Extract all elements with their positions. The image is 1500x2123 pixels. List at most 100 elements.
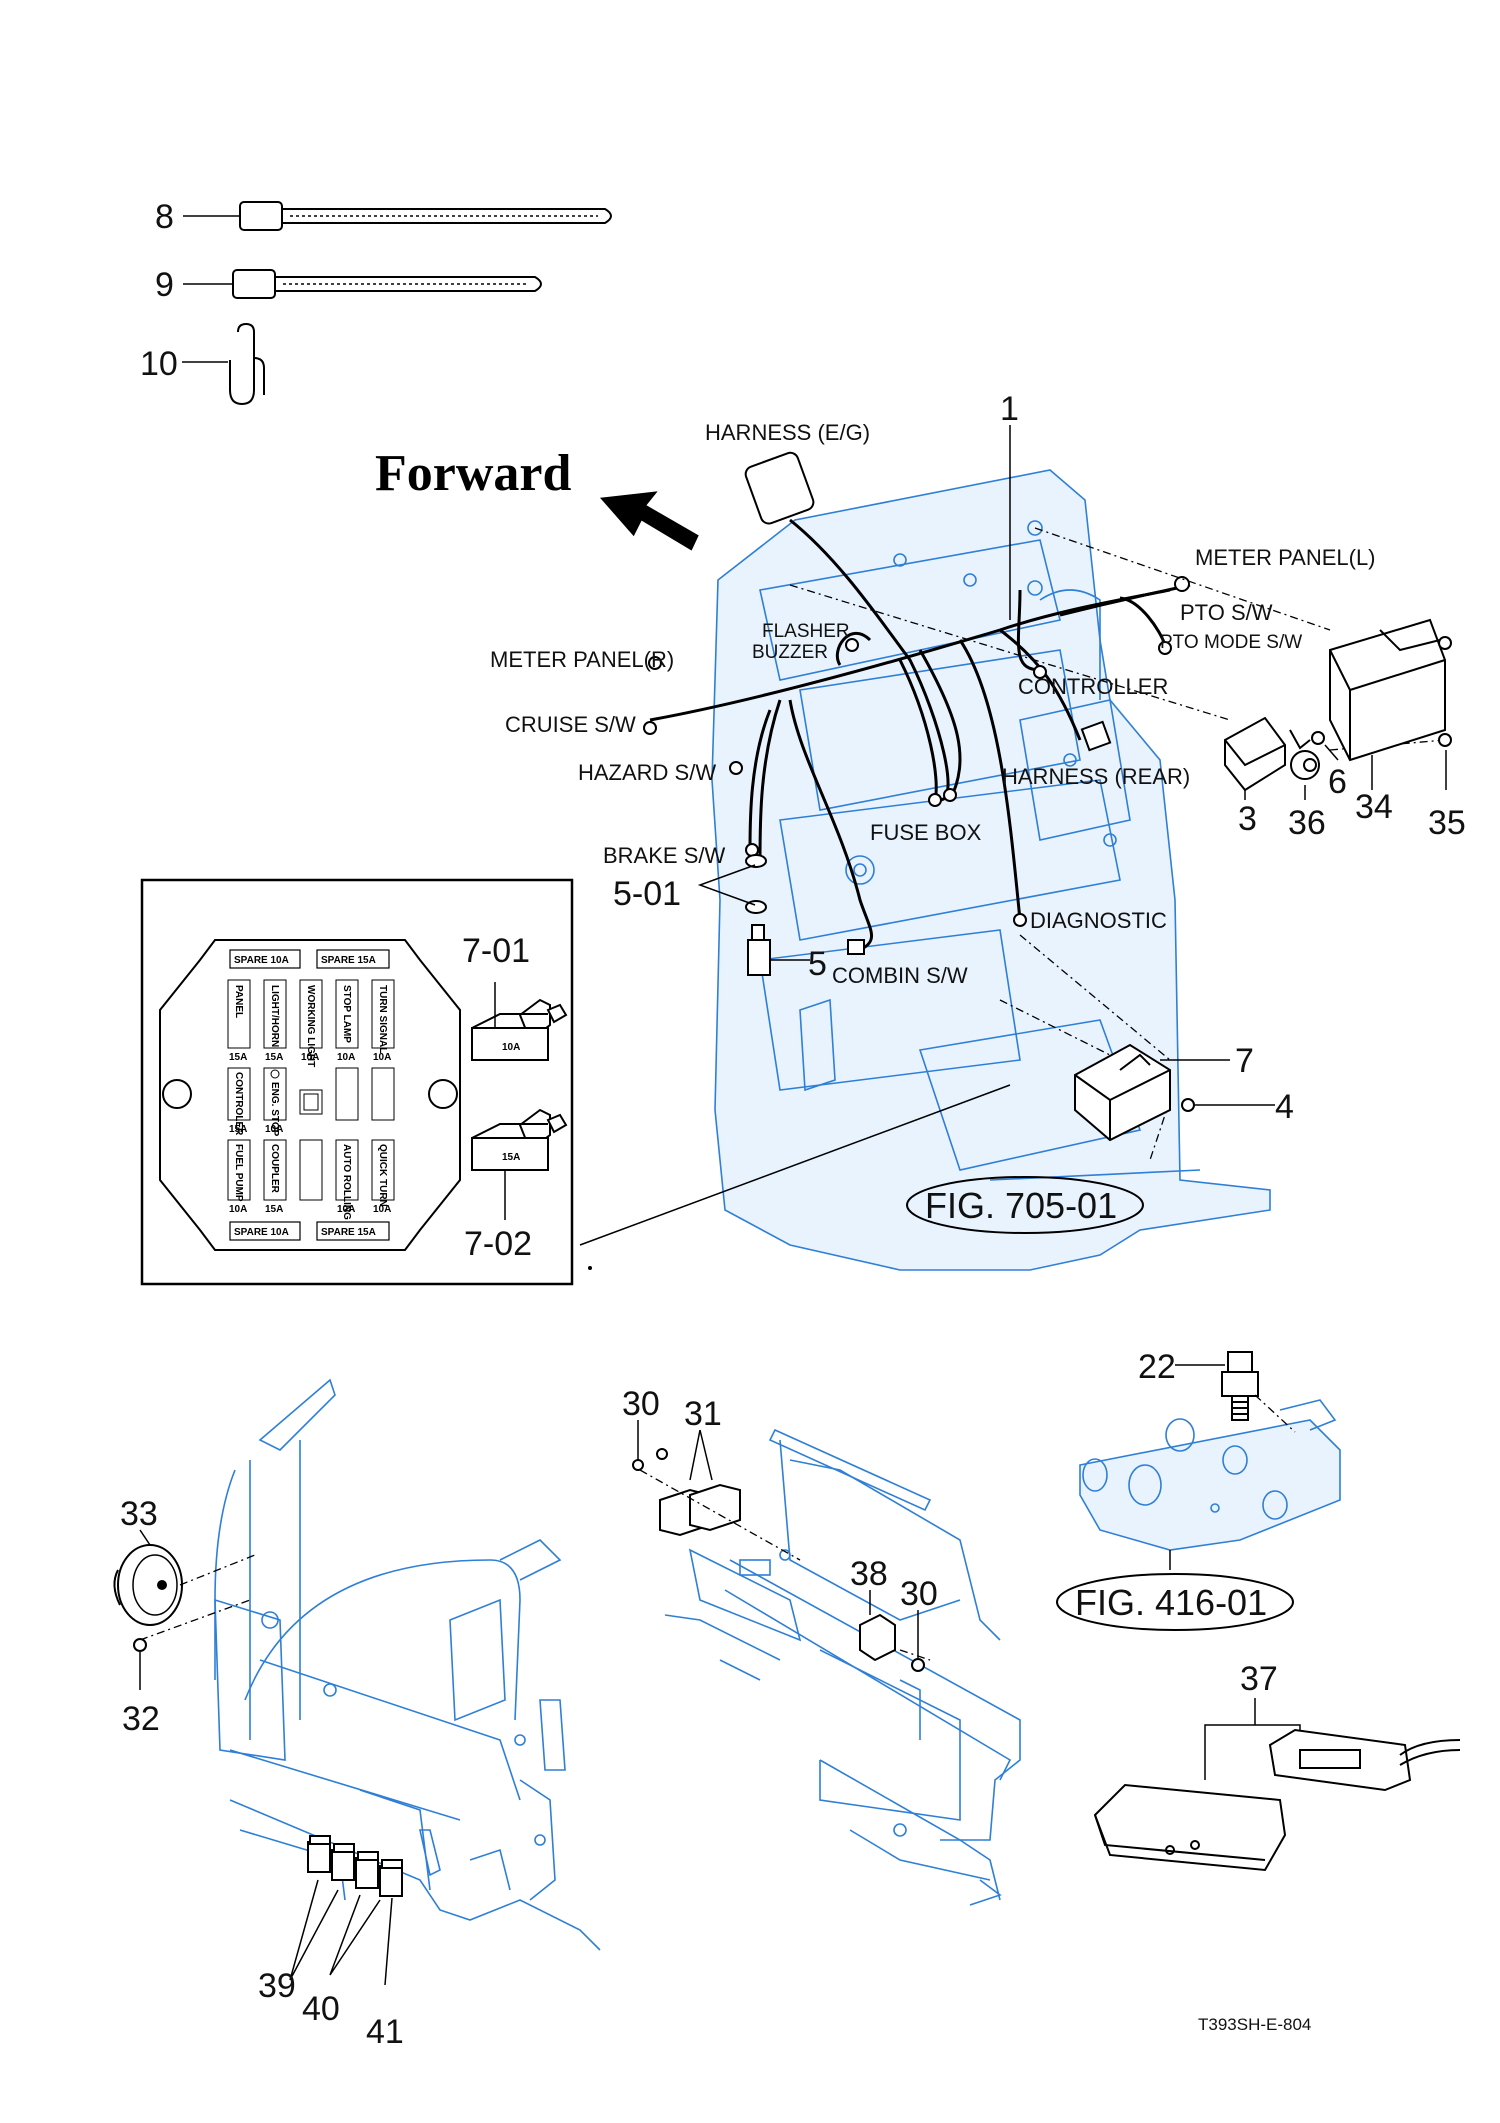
callout-4: 4	[1275, 1088, 1294, 1126]
label-harness-eg: HARNESS (E/G)	[705, 420, 870, 445]
fuse-label-controler: CONTROLER	[233, 1072, 244, 1136]
fuse-10a-7-01	[471, 998, 568, 1061]
callout-5-01: 5-01	[613, 875, 681, 913]
label-flasher: FLASHER	[762, 621, 850, 642]
fuse-label-turn-signal: TURN SIGNAL	[377, 985, 388, 1053]
callout-35: 35	[1428, 804, 1466, 842]
screws-30a	[632, 1448, 668, 1471]
fuse-label-working-light: WORKING LIGHT	[305, 985, 316, 1067]
front-frame	[214, 1378, 601, 1951]
callout-7-01: 7-01	[462, 932, 530, 970]
label-combin-sw: COMBIN S/W	[832, 963, 968, 988]
fuse-amp-fuel-pump: 10A	[229, 1204, 247, 1215]
fuse-amp-eng-stop: 10A	[265, 1124, 283, 1135]
fig-416-ref[interactable]: FIG. 416-01	[1075, 1582, 1267, 1623]
callout-22: 22	[1138, 1348, 1176, 1386]
fuse-label-stop-lamp: STOP LAMP	[341, 985, 352, 1043]
leader-33	[139, 1529, 151, 1546]
callout-31: 31	[684, 1395, 722, 1433]
label-buzzer: BUZZER	[752, 642, 828, 663]
callout-6: 6	[1328, 763, 1347, 801]
fuse-amp-auto-rolling: 10A	[337, 1204, 355, 1215]
label-brake-sw: BRAKE S/W	[603, 843, 725, 868]
controller-34	[1329, 618, 1452, 762]
callout-10: 10	[140, 345, 178, 383]
label-diagnostic: DIAGNOSTIC	[1030, 908, 1167, 933]
label-controller: CONTROLLER	[1018, 674, 1168, 699]
fuse-amp-turn-signal: 10A	[373, 1052, 391, 1063]
label-cruise-sw: CRUISE S/W	[505, 712, 636, 737]
fig-416-oval	[1056, 1573, 1294, 1631]
fuse-spare-top-right: SPARE 15A	[321, 955, 376, 966]
fuse-box-7	[1074, 1043, 1195, 1142]
callout-40: 40	[302, 1990, 340, 2028]
callout-36: 36	[1288, 804, 1326, 842]
callout-7: 7	[1235, 1042, 1254, 1080]
callout-5: 5	[808, 945, 827, 983]
valve-block	[1079, 1399, 1341, 1551]
cable-tie-9	[183, 269, 542, 299]
clip-10	[182, 322, 265, 406]
fuse-spare-bottom-right: SPARE 15A	[321, 1227, 376, 1238]
fuse-10a-mark: 10A	[502, 1042, 520, 1053]
flasher-3	[1224, 716, 1286, 792]
screw-30b	[911, 1658, 925, 1672]
horn-dash-line	[179, 1554, 256, 1586]
fuse-15a-7-02	[471, 1108, 568, 1171]
cable-tie-8	[183, 201, 612, 231]
callout-38: 38	[850, 1555, 888, 1593]
bracket-dash-2	[899, 1649, 931, 1661]
relay-31	[659, 1483, 741, 1537]
callout-30a: 30	[622, 1385, 660, 1423]
callout-39: 39	[258, 1967, 296, 2005]
forward-label: Forward	[375, 445, 571, 502]
callout-37: 37	[1240, 1660, 1278, 1698]
fuse-spare-bottom-left: SPARE 10A	[234, 1227, 289, 1238]
fig-705-oval	[906, 1176, 1144, 1234]
callout-3: 3	[1238, 800, 1257, 838]
horn-33	[113, 1544, 183, 1626]
label-fuse-box: FUSE BOX	[870, 820, 982, 845]
bolt-32	[133, 1638, 147, 1690]
relay-38	[859, 1613, 896, 1662]
fuse-label-coupler: COUPLER	[269, 1144, 280, 1194]
fuse-label-panel: PANEL	[233, 985, 244, 1018]
pressure-switch-22	[1221, 1351, 1259, 1421]
callout-32: 32	[122, 1700, 160, 1738]
connectors	[643, 451, 1190, 955]
leader-37	[1204, 1698, 1301, 1780]
screw-6	[1311, 731, 1325, 745]
fuse-amp-coupler: 15A	[265, 1204, 283, 1215]
callout-30b: 30	[900, 1575, 938, 1613]
callout-33: 33	[120, 1495, 158, 1533]
label-meter-panel-r: METER PANEL(R)	[490, 647, 674, 672]
fig-705-ref[interactable]: FIG. 705-01	[925, 1185, 1117, 1226]
fuse-label-eng-stop: ENG. STOP	[269, 1082, 280, 1137]
fuse-label-quick-turn: QUICK TURN	[377, 1144, 388, 1207]
fuse-amp-working-light: 10A	[301, 1052, 319, 1063]
label-pto-mode-sw: PTO MODE S/W	[1160, 632, 1302, 653]
fuse-amp-panel: 15A	[229, 1052, 247, 1063]
leader-41	[384, 1897, 393, 1986]
fuse-label-fuel-pump: FUEL PUMP	[233, 1144, 244, 1202]
rear-bracket	[664, 1428, 1021, 1906]
fuse-15a-mark: 15A	[502, 1152, 520, 1163]
leader-40	[329, 1894, 381, 1976]
fuse-label-auto-rolling: AUTO ROLLING	[341, 1144, 352, 1220]
leader-31	[689, 1429, 713, 1481]
callout-34: 34	[1355, 788, 1393, 826]
fuse-panel-drawing	[159, 939, 461, 1251]
screw-35	[1438, 733, 1452, 747]
inset-dot	[588, 1266, 592, 1270]
relays-39-40-41	[307, 1835, 403, 1897]
label-pto-sw: PTO S/W	[1180, 600, 1273, 625]
callout-8: 8	[155, 198, 174, 236]
fuse-amp-controler: 15A	[229, 1124, 247, 1135]
fuse-amp-light-horn: 15A	[265, 1052, 283, 1063]
bracket-dash-1	[639, 1469, 801, 1561]
label-hazard-sw: HAZARD S/W	[578, 760, 716, 785]
leaders-top	[579, 425, 1447, 1246]
fuse-label-light-horn: LIGHT/HORN	[269, 985, 280, 1047]
drawing-code: T393SH-E-804	[1198, 2015, 1311, 2034]
